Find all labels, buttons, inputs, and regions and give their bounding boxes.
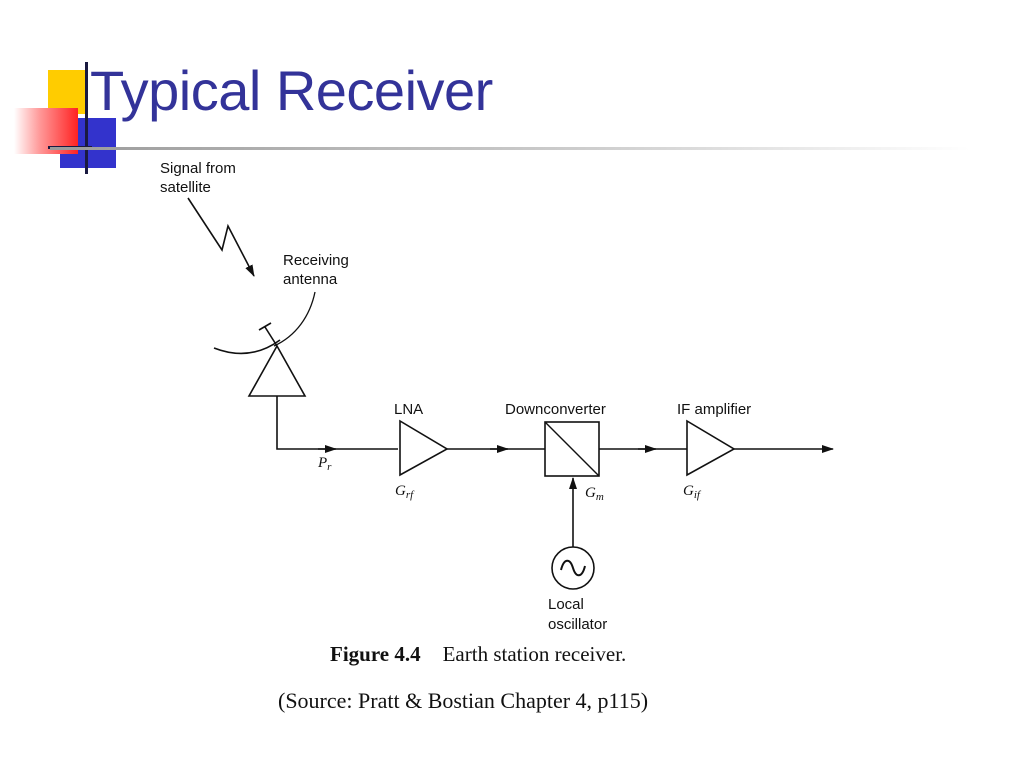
gm-symbol: Gm	[585, 485, 604, 503]
figure-text: Earth station receiver.	[442, 642, 627, 666]
oscillator-label: Local oscillator	[548, 596, 607, 633]
dish-reflector	[213, 339, 281, 355]
antenna-feed-line	[276, 396, 398, 450]
deco-yellow-square	[48, 70, 88, 114]
feed-tip	[258, 322, 272, 331]
downconverter-diagonal	[544, 421, 600, 477]
source-citation: (Source: Pratt & Bostian Chapter 4, p115…	[278, 688, 649, 713]
gif-symbol: Gif	[683, 483, 702, 501]
antenna-label: Receiving antenna	[283, 252, 353, 288]
figure-caption: Figure 4.4 Earth station receiver.	[330, 642, 626, 667]
if-amplifier-label: IF amplifier	[677, 401, 751, 418]
downconverter-label: Downconverter	[505, 401, 606, 418]
pr-symbol: Pr	[317, 455, 332, 473]
title-divider	[50, 147, 970, 150]
antenna-mount	[247, 344, 307, 397]
page-title: Typical Receiver	[90, 59, 493, 122]
receiver-diagram: Signal from satellite Receiving antenna …	[160, 160, 834, 633]
deco-vertical-line	[85, 62, 88, 174]
signal-lightning	[187, 197, 255, 277]
grf-symbol: Grf	[395, 483, 415, 501]
signal-label: Signal from satellite	[160, 160, 240, 196]
lna-label: LNA	[394, 401, 423, 418]
if-amplifier	[686, 419, 736, 477]
figure-number: Figure 4.4	[330, 642, 421, 666]
antenna-leader-line	[273, 291, 316, 347]
lna-amplifier	[399, 419, 449, 477]
sine-wave-icon	[560, 559, 586, 577]
feed-strut	[264, 326, 278, 347]
